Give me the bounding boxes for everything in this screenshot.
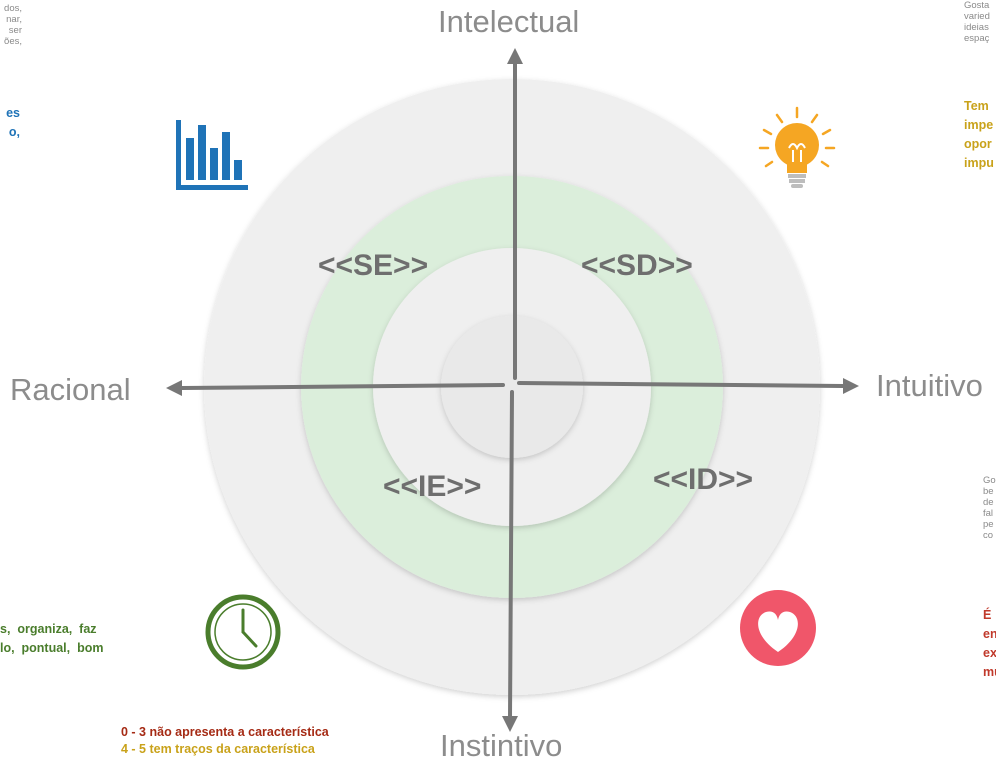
quadrant-label-sd: <<SD>> bbox=[581, 249, 693, 282]
center-circle bbox=[441, 316, 583, 458]
horizontal-axis-left bbox=[180, 383, 505, 390]
heart-icon bbox=[740, 590, 816, 666]
snippet-top-left-gray: dos, nar, ser ões, bbox=[4, 3, 22, 47]
arrow-left-icon bbox=[166, 380, 182, 396]
snippet-right-red: É en ex mu bbox=[983, 608, 996, 679]
clock-icon bbox=[205, 594, 281, 670]
legend-line-2: 4 - 5 tem traços da característica bbox=[121, 742, 315, 756]
legend-line-1: 0 - 3 não apresenta a característica bbox=[121, 725, 329, 739]
axes bbox=[166, 48, 859, 732]
axis-label-left: Racional bbox=[10, 372, 131, 407]
vertical-axis-lower bbox=[508, 390, 514, 720]
axis-label-bottom: Instintivo bbox=[440, 728, 563, 763]
snippet-bottom-left-green: s, organiza, faz lo, pontual, bom bbox=[0, 622, 104, 655]
snippet-top-right-gold: Tem impe opor impu bbox=[964, 99, 994, 170]
bar-chart-icon bbox=[176, 120, 248, 190]
quadrant-label-se: <<SE>> bbox=[318, 249, 429, 282]
lightbulb-icon bbox=[758, 106, 836, 188]
snippet-top-left-blue: es o, bbox=[6, 106, 20, 139]
snippet-top-right-gray: Gosta varied ideias espaç bbox=[964, 0, 990, 44]
quadrant-label-ie: <<IE>> bbox=[383, 470, 482, 503]
horizontal-axis-right bbox=[517, 381, 845, 388]
quadrant-label-id: <<ID>> bbox=[653, 463, 754, 496]
axis-label-top: Intelectual bbox=[438, 4, 580, 39]
arrow-down-icon bbox=[502, 716, 518, 732]
axis-label-right: Intuitivo bbox=[876, 368, 983, 403]
arrow-right-icon bbox=[843, 378, 859, 394]
arrow-up-icon bbox=[507, 48, 523, 64]
snippet-right-gray: Go be de fal pe co bbox=[983, 475, 996, 541]
